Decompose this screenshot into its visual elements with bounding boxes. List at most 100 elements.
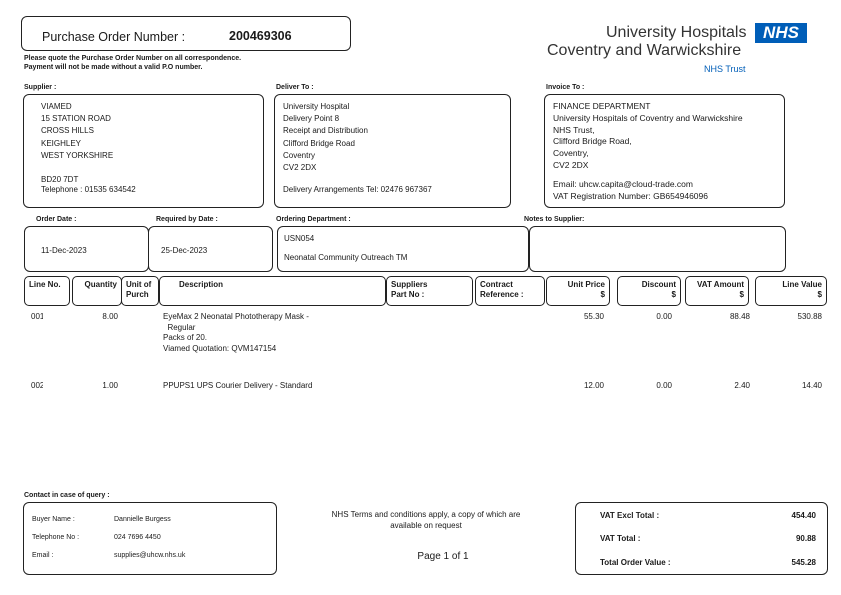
col-line-no-label: Line No. xyxy=(29,280,61,289)
supplier-address: VIAMED 15 STATION ROAD CROSS HILLS KEIGH… xyxy=(41,101,113,186)
supplier-label: Supplier : xyxy=(24,84,57,91)
supplier-line: BD20 7DT xyxy=(41,175,79,185)
col-vat-label-2: $ xyxy=(739,290,744,299)
col-price-label-1: Unit Price xyxy=(567,280,605,289)
col-discount-label-1: Discount xyxy=(641,280,676,289)
invoice-address: FINANCE DEPARTMENT University Hospitals … xyxy=(553,101,743,172)
dept-name: Neonatal Community Outreach TM xyxy=(284,253,408,262)
phone-label: Telephone No : xyxy=(32,534,80,541)
buyer-name: Dannielle Burgess xyxy=(114,516,171,523)
vat-excl-label: VAT Excl Total : xyxy=(600,511,660,520)
row-unit-price: 12.00 xyxy=(583,381,604,390)
row-description-line: Packs of 20. xyxy=(163,333,208,342)
col-vat-label-1: VAT Amount xyxy=(697,280,744,289)
logo-line-1: University Hospitals xyxy=(606,24,747,41)
col-supplier-label-2: Part No : xyxy=(391,290,425,299)
invoice-box: FINANCE DEPARTMENT University Hospitals … xyxy=(544,94,785,208)
order-date-box: 11-Dec-2023 xyxy=(24,226,149,272)
required-date-label: Required by Date : xyxy=(156,216,218,223)
nhs-badge: NHS xyxy=(755,23,807,43)
required-date-box: 25-Dec-2023 xyxy=(148,226,273,272)
deliver-box: University Hospital Delivery Point 8 Rec… xyxy=(274,94,511,208)
po-number-label: Purchase Order Number : xyxy=(42,30,186,44)
ordering-dept-box: USN054 Neonatal Community Outreach TM xyxy=(277,226,529,272)
buyer-email: supplies@uhcw.nhs.uk xyxy=(114,552,186,559)
col-supplier-label-1: Suppliers xyxy=(391,280,428,289)
terms-line-2: available on request xyxy=(390,521,462,530)
col-unit-label-2: Purch xyxy=(126,290,149,299)
po-number: 200469306 xyxy=(229,29,292,43)
col-header-unit-price: Unit Price $ xyxy=(546,276,610,306)
col-header-line-value: Line Value $ xyxy=(755,276,827,306)
deliver-line: CV2 2DX xyxy=(283,163,317,173)
invoice-email: Email: uhcw.capita@cloud-trade.com xyxy=(553,179,693,189)
ordering-dept-label: Ordering Department : xyxy=(276,216,351,223)
row-quantity: 8.00 xyxy=(102,312,118,321)
col-header-discount: Discount $ xyxy=(617,276,681,306)
col-description-label: Description xyxy=(179,280,224,289)
row-line-value: 530.88 xyxy=(797,312,822,321)
deliver-label: Deliver To : xyxy=(276,84,314,91)
supplier-line: 15 STATION ROAD xyxy=(41,114,111,124)
delivery-arrangements: Delivery Arrangements Tel: 02476 967367 xyxy=(283,185,432,194)
col-header-supplier-part: Suppliers Part No : xyxy=(386,276,473,306)
vat-total: 90.88 xyxy=(795,534,816,543)
nhs-logo: University Hospitals Coventry and Warwic… xyxy=(540,22,820,76)
row-discount: 0.00 xyxy=(656,381,672,390)
supplier-telephone: Telephone : 01535 634542 xyxy=(41,185,136,194)
col-header-contract: Contract Reference : xyxy=(475,276,545,306)
vat-total-label: VAT Total : xyxy=(600,534,641,543)
invoice-label: Invoice To : xyxy=(546,84,585,91)
col-header-unit: Unit of Purch xyxy=(121,276,159,306)
deliver-line: University Hospital xyxy=(283,102,350,111)
total-order-value: 545.28 xyxy=(791,558,816,567)
required-date: 25-Dec-2023 xyxy=(161,246,208,255)
notes-label: Notes to Supplier: xyxy=(524,216,585,223)
row-description: PPUPS1 UPS Courier Delivery - Standard xyxy=(163,381,312,390)
col-value-label-2: $ xyxy=(817,290,822,299)
supplier-line xyxy=(41,162,113,174)
row-discount: 0.00 xyxy=(656,312,672,321)
deliver-line: Coventry xyxy=(283,150,316,160)
deliver-line: Clifford Bridge Road xyxy=(283,138,355,148)
invoice-line: Coventry, xyxy=(553,148,589,159)
row-quantity: 1.00 xyxy=(102,381,118,390)
order-date-label: Order Date : xyxy=(36,216,77,223)
row-line-value: 14.40 xyxy=(801,381,822,390)
col-unit-label-1: Unit of xyxy=(126,280,152,289)
col-contract-label-2: Reference : xyxy=(480,290,524,299)
row-description-line: EyeMax 2 Neonatal Phototherapy Mask - xyxy=(163,312,309,321)
col-header-description: Description xyxy=(159,276,386,306)
po-note-2: Payment will not be made without a valid… xyxy=(24,64,203,71)
po-number-box: Purchase Order Number : 200469306 xyxy=(21,16,351,51)
logo-trust: NHS Trust xyxy=(704,64,746,74)
supplier-line: VIAMED xyxy=(41,102,72,111)
total-order-label: Total Order Value : xyxy=(600,558,671,567)
invoice-line: CV2 2DX xyxy=(553,159,589,170)
row-vat-amount: 2.40 xyxy=(734,381,750,390)
deliver-address: University Hospital Delivery Point 8 Rec… xyxy=(283,101,368,174)
row-vat-amount: 88.48 xyxy=(729,312,750,321)
deliver-line: Delivery Point 8 xyxy=(283,114,340,124)
po-note-1: Please quote the Purchase Order Number o… xyxy=(24,55,242,62)
col-quantity-label: Quantity xyxy=(84,280,117,289)
supplier-box: VIAMED 15 STATION ROAD CROSS HILLS KEIGH… xyxy=(23,94,264,208)
buyer-label: Buyer Name : xyxy=(32,516,75,523)
contact-box: Buyer Name : Dannielle Burgess Telephone… xyxy=(23,502,277,575)
invoice-line: NHS Trust, xyxy=(553,124,595,135)
col-price-label-2: $ xyxy=(600,290,605,299)
row-line-no: 002 xyxy=(31,381,43,390)
col-header-line-no: Line No. xyxy=(24,276,70,306)
page-number: Page 1 of 1 xyxy=(417,551,469,562)
col-discount-label-2: $ xyxy=(671,290,676,299)
row-description-line: PPUPS1 UPS Courier Delivery - Standard xyxy=(163,381,313,390)
invoice-vat-number: VAT Registration Number: GB654946096 xyxy=(553,191,708,201)
row-line-no: 001 xyxy=(31,312,43,321)
supplier-line: KEIGHLEY xyxy=(41,138,82,148)
logo-line-2: Coventry and Warwickshire xyxy=(547,42,742,59)
col-header-quantity: Quantity xyxy=(72,276,122,306)
supplier-line: CROSS HILLS xyxy=(41,126,94,136)
notes-box xyxy=(529,226,786,272)
dept-code: USN054 xyxy=(284,234,315,243)
row-description: EyeMax 2 Neonatal Phototherapy Mask - Re… xyxy=(163,312,309,354)
